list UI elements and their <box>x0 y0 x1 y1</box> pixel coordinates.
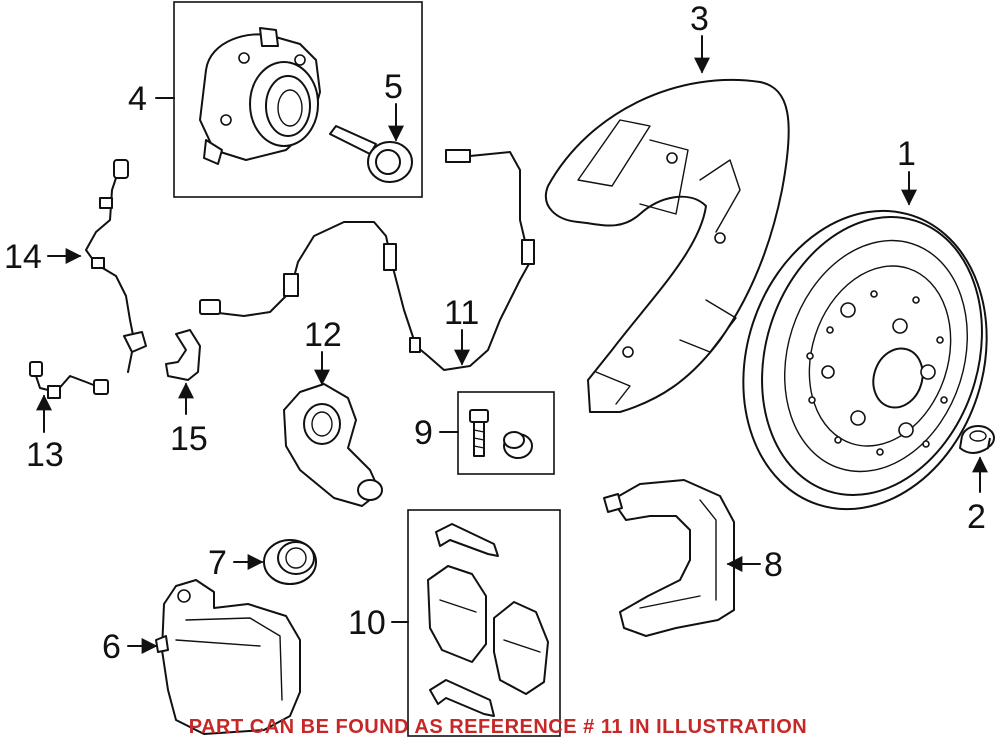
callout-11: 11 <box>444 294 479 332</box>
sensor-harness-13 <box>29 361 109 399</box>
callout-15: 15 <box>170 420 208 458</box>
callout-6: 6 <box>102 628 121 666</box>
sensor-clip <box>165 329 201 381</box>
brake-pad-set <box>427 523 549 717</box>
callout-3: 3 <box>690 0 709 38</box>
hub-bolt <box>329 125 413 183</box>
callout-8: 8 <box>764 546 783 584</box>
callout-5: 5 <box>384 68 403 106</box>
caliper-bracket <box>603 479 735 637</box>
callout-14: 14 <box>4 238 42 276</box>
guide-bushing <box>503 431 533 459</box>
hub-bearing-box <box>173 1 423 198</box>
callout-12: 12 <box>304 316 342 354</box>
reference-caption: PART CAN BE FOUND AS REFERENCE # 11 IN I… <box>189 716 808 738</box>
callout-2: 2 <box>967 498 986 536</box>
callout-13: 13 <box>26 436 64 474</box>
abs-sensor-14 <box>85 159 147 373</box>
callout-4: 4 <box>128 80 147 118</box>
callout-9: 9 <box>414 414 433 452</box>
callout-10: 10 <box>348 604 386 642</box>
brake-caliper <box>155 579 301 735</box>
guide-bolt-box <box>457 391 555 475</box>
rotor-screw <box>959 425 995 454</box>
callout-7: 7 <box>208 544 227 582</box>
guide-bolt <box>469 409 489 457</box>
caliper-motor <box>283 383 383 507</box>
hub-bearing <box>199 27 321 165</box>
wear-sensor <box>199 149 535 371</box>
callout-1: 1 <box>897 135 916 173</box>
brake-rotor <box>742 209 988 511</box>
leader-lines <box>36 35 988 654</box>
piston-seal <box>263 539 317 585</box>
dust-shield <box>545 78 790 413</box>
